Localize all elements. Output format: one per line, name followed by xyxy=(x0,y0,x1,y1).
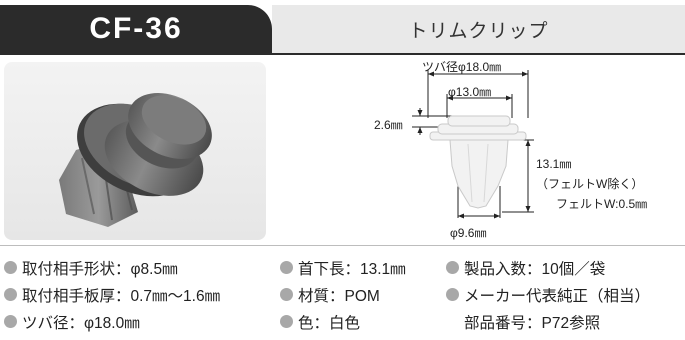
part-number-note: 部品番号：P72参照 xyxy=(464,314,601,332)
spec-column-2: 首下長：13.1㎜ 材質：POM 色：白色 xyxy=(280,254,406,335)
product-header: CF-36 トリムクリップ xyxy=(0,0,685,56)
bullet-icon xyxy=(446,288,459,301)
divider xyxy=(0,245,685,246)
flange-diameter-label: ツバ径φ18.0㎜ xyxy=(422,60,502,74)
spec-item: 製品入数：10個／袋 xyxy=(446,254,650,281)
spec-item: メーカー代表純正（相当） xyxy=(446,281,650,308)
felt-label: フェルトW:0.5㎜ xyxy=(556,197,648,211)
length-label: 13.1㎜ xyxy=(536,157,572,171)
head-height-label: 2.6㎜ xyxy=(374,118,403,132)
clip-drawing-icon xyxy=(412,70,534,219)
spec-column-3: 製品入数：10個／袋 メーカー代表純正（相当） 部品番号：P72参照 xyxy=(446,254,650,335)
bullet-icon xyxy=(4,315,17,328)
spec-item: 首下長：13.1㎜ xyxy=(280,254,406,281)
bullet-icon xyxy=(446,261,459,274)
head-diameter-label: φ13.0㎜ xyxy=(448,85,492,99)
spec-item: ツバ径：φ18.0㎜ xyxy=(4,308,220,335)
trim-clip-photo-icon xyxy=(59,93,212,227)
header-rule xyxy=(0,53,685,55)
bullet-icon xyxy=(4,261,17,274)
product-code: CF-36 xyxy=(0,5,272,53)
spec-item: 取付相手板厚：0.7㎜～1.6㎜ xyxy=(4,281,220,308)
bullet-icon xyxy=(280,261,293,274)
bullet-icon xyxy=(280,315,293,328)
spec-item: 材質：POM xyxy=(280,281,406,308)
tip-diameter-label: φ9.6㎜ xyxy=(450,226,487,240)
product-name: トリムクリップ xyxy=(272,5,685,53)
bullet-icon xyxy=(280,288,293,301)
spec-column-1: 取付相手形状：φ8.5㎜ 取付相手板厚：0.7㎜～1.6㎜ ツバ径：φ18.0㎜ xyxy=(4,254,220,335)
bullet-icon xyxy=(4,288,17,301)
product-photo xyxy=(4,62,266,240)
dimension-diagram: ツバ径φ18.0㎜ φ13.0㎜ 2.6㎜ 13.1㎜ （フェルトW除く） フェ… xyxy=(272,56,685,246)
length-note-label: （フェルトW除く） xyxy=(536,177,644,191)
spec-item: 取付相手形状：φ8.5㎜ xyxy=(4,254,220,281)
spec-item: 色：白色 xyxy=(280,308,406,335)
